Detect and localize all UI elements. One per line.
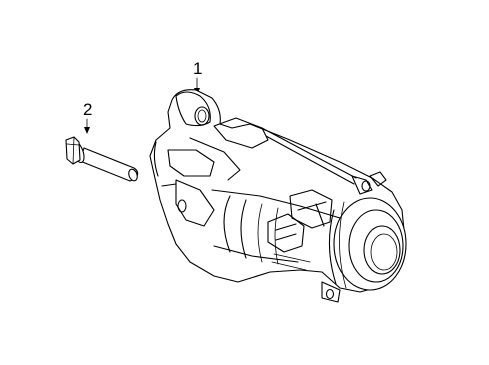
mounting-bolt [65, 136, 139, 182]
callout-label-2: 2 [83, 100, 93, 119]
starter-motor [149, 89, 407, 303]
callout-label-1: 1 [193, 59, 203, 78]
leader-arrow-2 [84, 118, 90, 134]
